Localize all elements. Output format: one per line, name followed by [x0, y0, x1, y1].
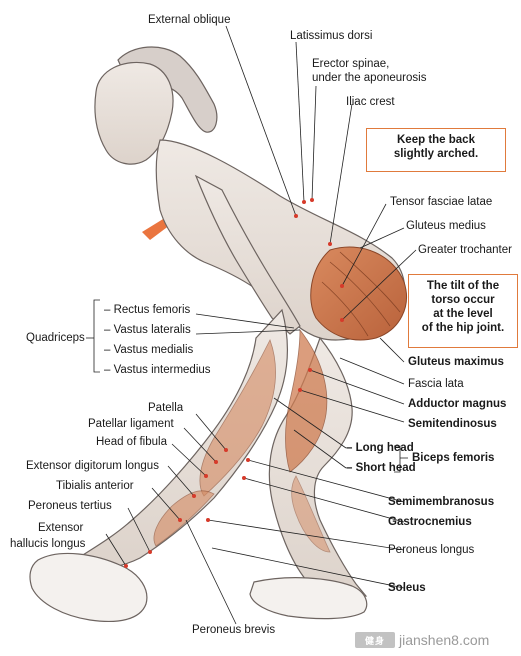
label-head-of-fibula: Head of fibula — [96, 436, 167, 448]
label-peroneus-brevis: Peroneus brevis — [192, 624, 276, 636]
hamstring-muscles — [199, 328, 328, 497]
label-gastrocnemius: Gastrocnemius — [388, 516, 472, 528]
label-latissimus-dorsi: Latissimus dorsi — [290, 30, 373, 42]
note-tilt-line-3: at the level — [433, 308, 493, 320]
gluteus-maximus-muscle — [310, 246, 407, 341]
label-greater-trochanter: Greater trochanter — [418, 244, 512, 256]
label-rectus-femoris: – Rectus femoris — [104, 304, 191, 316]
watermark-site: jianshen8.com — [399, 632, 490, 648]
leader-lines — [86, 25, 417, 625]
attachment-dots — [124, 198, 344, 568]
label-vastus-intermedius: – Vastus intermedius — [104, 364, 211, 376]
note-tilt-line-1: The tilt of the — [426, 280, 500, 292]
label-fascia-lata: Fascia lata — [408, 378, 464, 390]
label-patella: Patella — [148, 402, 184, 414]
label-semitendinosus: Semitendinosus — [408, 418, 497, 430]
watermark-logo-icon: 健身 — [355, 632, 395, 648]
label-external-oblique: External oblique — [148, 14, 231, 26]
label-extensor-hallucis: Extensor — [38, 522, 84, 534]
calf-muscles — [153, 475, 331, 553]
watermark: 健身 jianshen8.com — [355, 630, 515, 650]
label-peroneus-tertius: Peroneus tertius — [28, 500, 112, 512]
label-adductor-magnus: Adductor magnus — [408, 398, 507, 410]
note-keep-back-arched: Keep the back slightly arched. — [366, 128, 506, 172]
label-erector-spinae-sub: under the aponeurosis — [312, 72, 427, 84]
label-short-head: – Short head — [346, 462, 416, 474]
label-long-head: – Long head — [346, 442, 414, 454]
note-keep-back-line-1: Keep the back — [397, 134, 475, 146]
label-erector-spinae: Erector spinae, — [312, 58, 390, 70]
label-iliac-crest: Iliac crest — [346, 96, 395, 108]
note-tilt-line-4: of the hip joint. — [421, 322, 505, 334]
label-vastus-medialis: – Vastus medialis — [104, 344, 194, 356]
note-torso-tilt: The tilt of the torso occur at the level… — [408, 274, 518, 348]
label-soleus: Soleus — [388, 582, 426, 594]
label-patellar-ligament: Patellar ligament — [88, 418, 174, 430]
label-semimembranosus: Semimembranosus — [388, 496, 495, 508]
label-quadriceps: Quadriceps — [26, 332, 85, 344]
label-hallucis-longus: hallucis longus — [10, 538, 86, 550]
note-tilt-line-2: torso occur — [431, 294, 495, 306]
label-peroneus-longus: Peroneus longus — [388, 544, 475, 556]
label-gluteus-maximus: Gluteus maximus — [408, 356, 504, 368]
label-tibialis-anterior: Tibialis anterior — [56, 480, 134, 492]
note-keep-back-line-2: slightly arched. — [393, 148, 479, 160]
label-vastus-lateralis: – Vastus lateralis — [104, 324, 191, 336]
label-gluteus-medius: Gluteus medius — [406, 220, 486, 232]
label-biceps-femoris: Biceps femoris — [412, 452, 495, 464]
label-extensor-digitorum-longus: Extensor digitorum longus — [26, 460, 159, 472]
label-tensor-fasciae-latae: Tensor fasciae latae — [390, 196, 493, 208]
